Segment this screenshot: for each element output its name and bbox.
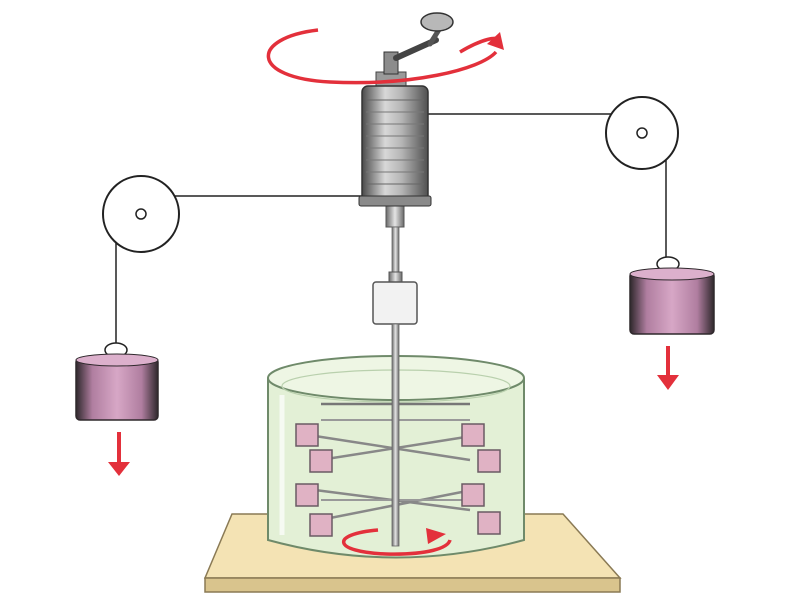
down-arrow-icon xyxy=(657,346,679,390)
paddle-vane xyxy=(309,449,333,473)
left-weight xyxy=(75,342,159,421)
left-pulley xyxy=(102,175,180,253)
paddle-vane xyxy=(477,449,501,473)
shaft-coupling xyxy=(372,281,418,325)
paddle-vane xyxy=(477,511,501,535)
rotation-arrow-icon xyxy=(341,528,452,556)
paddle-vane xyxy=(309,513,333,537)
winding-drum xyxy=(358,71,432,207)
down-arrow-icon xyxy=(108,432,130,476)
paddle-vane xyxy=(295,483,319,507)
right-pulley xyxy=(605,96,679,170)
rotation-arrow-icon xyxy=(266,28,504,85)
right-weight xyxy=(629,256,715,335)
paddle-vane xyxy=(461,483,485,507)
paddle-vane xyxy=(295,423,319,447)
paddle-vane xyxy=(461,423,485,447)
crank-handle xyxy=(383,12,454,75)
